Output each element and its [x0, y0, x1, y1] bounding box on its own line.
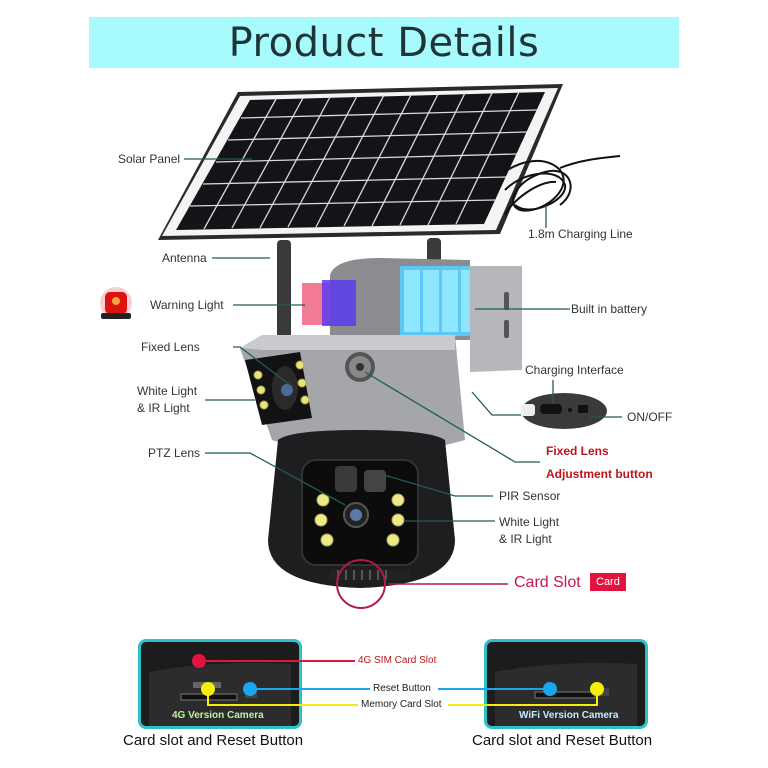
label-built-in-battery: Built in battery: [571, 302, 648, 316]
tag-wifi-version: WiFi Version Camera: [519, 710, 619, 721]
page-title: Product Details: [228, 19, 540, 66]
label-memory-slot: Memory Card Slot: [358, 699, 445, 710]
title-banner: Product Details: [89, 17, 679, 68]
warning-light-icon: [100, 287, 132, 319]
label-pir-sensor: PIR Sensor: [499, 489, 561, 503]
label-white-ir-left-line2: & IR Light: [137, 401, 190, 415]
label-fixed-lens: Fixed Lens: [141, 340, 200, 354]
label-reset-button: Reset Button: [370, 683, 434, 694]
label-white-ir-right-line1: White Light: [499, 515, 560, 529]
caption-left: Card slot and Reset Button: [123, 732, 304, 749]
caption-right: Card slot and Reset Button: [472, 732, 653, 749]
label-white-ir-left-line1: White Light: [137, 384, 198, 398]
label-fixed-lens-adjust-line2: Adjustment button: [546, 467, 653, 481]
label-warning-light: Warning Light: [150, 298, 224, 312]
card-badge: Card: [590, 573, 626, 591]
label-sim-slot: 4G SIM Card Slot: [355, 655, 440, 666]
label-charging-interface: Charging Interface: [525, 363, 624, 377]
battery-graphic: [400, 266, 478, 336]
label-solar-panel: Solar Panel: [118, 152, 181, 166]
label-white-ir-right-line2: & IR Light: [499, 532, 552, 546]
label-antenna: Antenna: [162, 251, 207, 265]
tag-4g-version: 4G Version Camera: [172, 710, 264, 721]
fixed-lens-module-graphic: [245, 352, 312, 425]
label-fixed-lens-adjust-line1: Fixed Lens: [546, 444, 609, 458]
label-on-off: ON/OFF: [627, 410, 673, 424]
label-charging-line: 1.8m Charging Line: [528, 227, 633, 241]
label-card-slot: Card Slot: [514, 574, 581, 591]
solar-panel-graphic: [158, 84, 563, 240]
charging-cable-graphic: [499, 155, 621, 216]
label-ptz-lens: PTZ Lens: [148, 446, 201, 460]
